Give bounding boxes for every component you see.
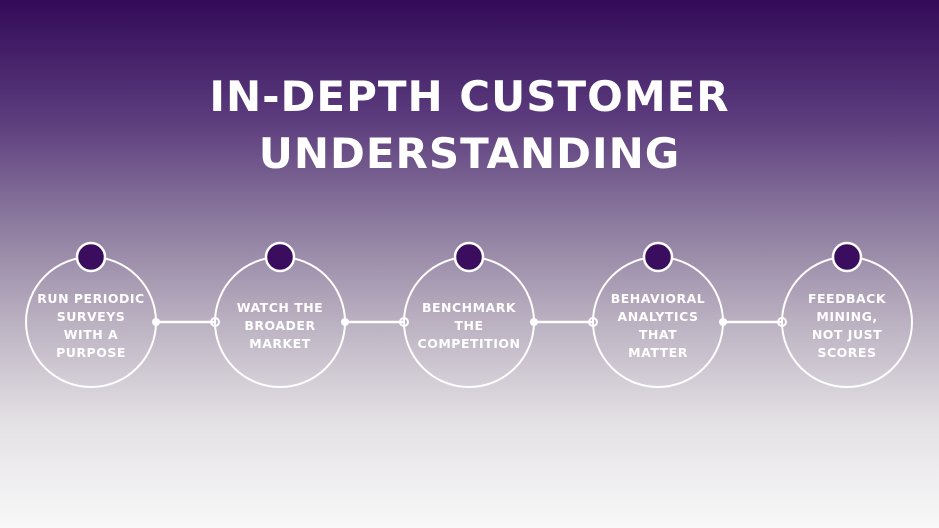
title-line-2: UNDERSTANDING [258,129,681,178]
step-label-line: MINING, [816,309,878,324]
step-marker-dot-4 [642,241,674,273]
step-label-line: SCORES [817,345,877,360]
step-marker-dot-1 [75,241,107,273]
step-label-line: RUN PERIODIC [37,291,145,306]
step-label-2: WATCH THE BROADER MARKET [225,299,335,353]
step-marker-dot-5 [831,241,863,273]
step-label-5: FEEDBACK MINING, NOT JUST SCORES [792,290,902,362]
step-label-line: WATCH THE [236,300,324,315]
step-label-line: BROADER [244,318,316,333]
step-label-1: RUN PERIODIC SURVEYS WITH A PURPOSE [36,290,146,362]
title-line-1: IN-DEPTH CUSTOMER [209,72,730,121]
step-label-line: SURVEYS [56,309,126,324]
step-label-line: MATTER [628,345,688,360]
step-label-4: BEHAVIORAL ANALYTICS THAT MATTER [603,290,713,362]
step-label-line: PURPOSE [56,345,126,360]
step-label-3: BENCHMARK THE COMPETITION [414,299,524,353]
step-label-line: BEHAVIORAL [610,291,706,306]
step-label-line: NOT JUST [811,327,883,342]
step-label-line: WITH A [63,327,119,342]
step-label-line: THAT [638,327,678,342]
page-title: IN-DEPTH CUSTOMER UNDERSTANDING [0,68,939,182]
step-label-line: COMPETITION [417,336,521,351]
step-label-line: THE [454,318,484,333]
step-label-line: ANALYTICS [617,309,699,324]
step-label-line: FEEDBACK [807,291,887,306]
step-marker-dot-3 [453,241,485,273]
step-label-line: MARKET [249,336,311,351]
step-marker-dot-2 [264,241,296,273]
step-label-line: BENCHMARK [421,300,517,315]
